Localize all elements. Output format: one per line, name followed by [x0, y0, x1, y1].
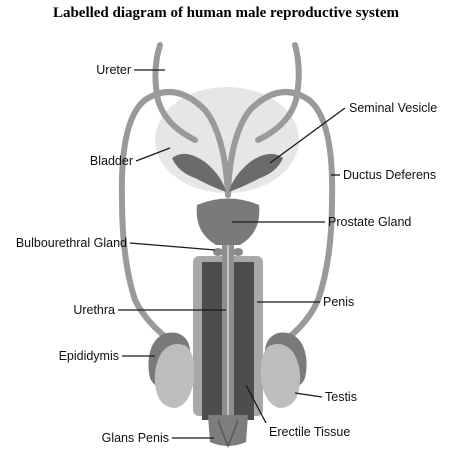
leader-bulbourethral-gland [129, 242, 216, 251]
label-bladder: Bladder [90, 154, 133, 168]
seminal-vesicle-left [172, 153, 226, 192]
ductus-deferens-left [118, 89, 231, 353]
label-seminal-vesicle: Seminal Vesicle [349, 101, 437, 115]
label-ductus-deferens: Ductus Deferens [343, 168, 436, 182]
glans-penis-shape [208, 415, 248, 446]
leader-seminal-vesicle [269, 107, 346, 164]
leader-testis [294, 392, 323, 398]
leader-bladder [135, 147, 171, 162]
erectile-tissue-right [234, 262, 254, 420]
label-erectile-tissue: Erectile Tissue [269, 425, 350, 439]
ureter-right [255, 42, 302, 143]
prostate-gland-shape [196, 198, 260, 245]
label-prostate-gland: Prostate Gland [328, 215, 411, 229]
ureter-left [152, 42, 198, 143]
bulbourethral-gland-left [213, 248, 223, 256]
label-ureter: Ureter [96, 63, 131, 77]
leader-erectile-tissue [245, 384, 267, 424]
seminal-vesicle-right [229, 153, 283, 192]
label-testis: Testis [325, 390, 357, 404]
label-epididymis: Epididymis [59, 349, 119, 363]
bulbourethral-gland-right [233, 248, 243, 256]
diagram-title: Labelled diagram of human male reproduct… [53, 5, 400, 21]
glans-penis-detail [217, 419, 239, 448]
erectile-tissue-left [202, 262, 222, 420]
label-glans-penis: Glans Penis [102, 431, 169, 445]
label-urethra: Urethra [73, 303, 115, 317]
label-penis: Penis [323, 295, 354, 309]
ductus-deferens-right [225, 89, 336, 353]
testis-left [154, 344, 195, 408]
testis-right [260, 344, 301, 408]
label-bulbourethral-gland: Bulbourethral Gland [16, 236, 127, 250]
